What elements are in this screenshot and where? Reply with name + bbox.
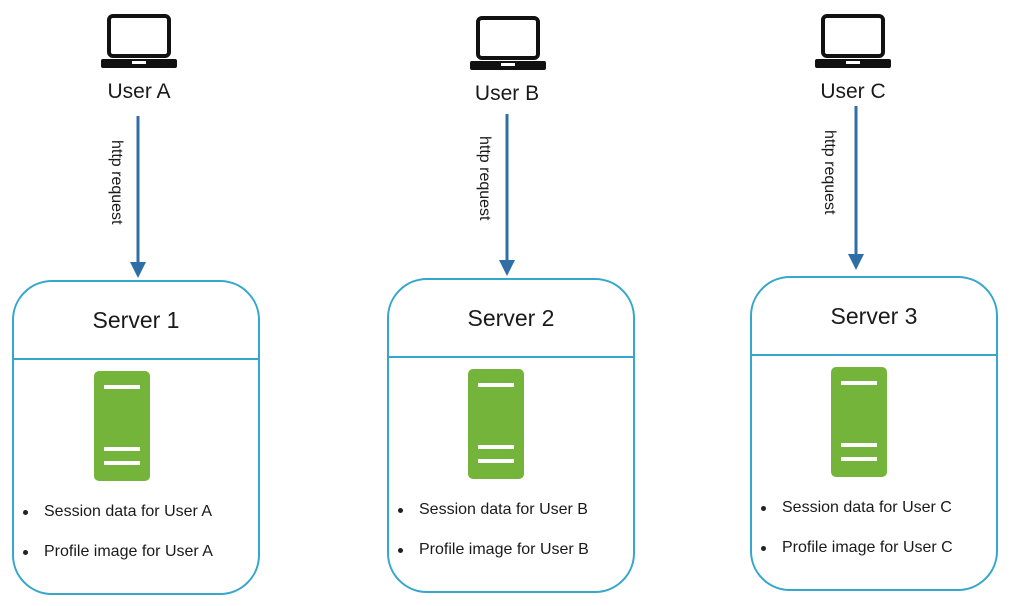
user-label: User C (820, 80, 886, 103)
list-item: Session data for User C (752, 498, 996, 538)
column-user-a: User A http request Server 1 Session dat… (0, 0, 341, 606)
server-icon (468, 369, 524, 479)
server-data-list: Session data for User A Profile image fo… (14, 502, 258, 582)
http-request-arrow (848, 106, 864, 270)
server-box: Server 1 Session data for User A Profile… (12, 280, 260, 595)
column-user-c: User C http request Server 3 Session dat… (683, 0, 1025, 606)
http-request-label: http request (821, 130, 838, 215)
server-title: Server 3 (752, 278, 996, 356)
list-item: Session data for User B (389, 500, 633, 540)
user-label: User B (474, 82, 540, 105)
server-title: Server 2 (389, 280, 633, 358)
server-data-list: Session data for User C Profile image fo… (752, 498, 996, 578)
column-user-b: User B http request Server 2 Session dat… (341, 0, 683, 606)
laptop-icon (470, 16, 546, 70)
http-request-arrow (130, 116, 146, 278)
server-data-list: Session data for User B Profile image fo… (389, 500, 633, 580)
list-item: Session data for User A (14, 502, 258, 542)
http-request-arrow (499, 114, 515, 276)
laptop-icon (815, 14, 891, 68)
server-box: Server 2 Session data for User B Profile… (387, 278, 635, 593)
laptop-icon (101, 14, 177, 68)
server-icon (94, 371, 150, 481)
http-request-label: http request (108, 140, 125, 225)
list-item: Profile image for User B (389, 540, 633, 580)
server-title: Server 1 (14, 282, 258, 360)
server-icon (831, 367, 887, 477)
list-item: Profile image for User C (752, 538, 996, 578)
http-request-label: http request (476, 136, 493, 221)
server-box: Server 3 Session data for User C Profile… (750, 276, 998, 591)
list-item: Profile image for User A (14, 542, 258, 582)
user-label: User A (107, 80, 171, 103)
